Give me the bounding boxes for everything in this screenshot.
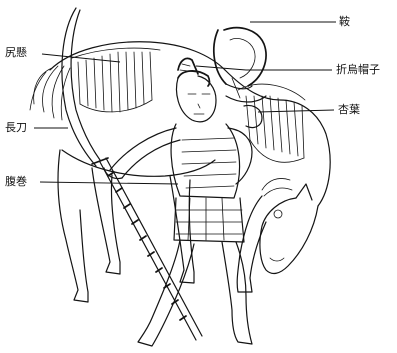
horse-mane — [238, 84, 305, 196]
label-shirizaya: 尻懸 — [5, 47, 27, 59]
leader-gyoyo — [258, 110, 334, 112]
horse — [50, 42, 330, 302]
label-haramaki: 腹巻 — [5, 176, 27, 188]
label-gyoyo: 杏葉 — [338, 104, 360, 116]
saddle — [214, 28, 266, 102]
crupper-hatching — [72, 48, 160, 112]
label-kura: 鞍 — [339, 16, 350, 28]
gyoyo-plate — [244, 106, 262, 128]
warrior — [104, 58, 252, 346]
label-eboshi: 折烏帽子 — [336, 64, 380, 76]
leader-haramaki — [40, 182, 178, 184]
label-naginata: 長刀 — [5, 122, 27, 134]
horse-tail — [30, 66, 70, 120]
